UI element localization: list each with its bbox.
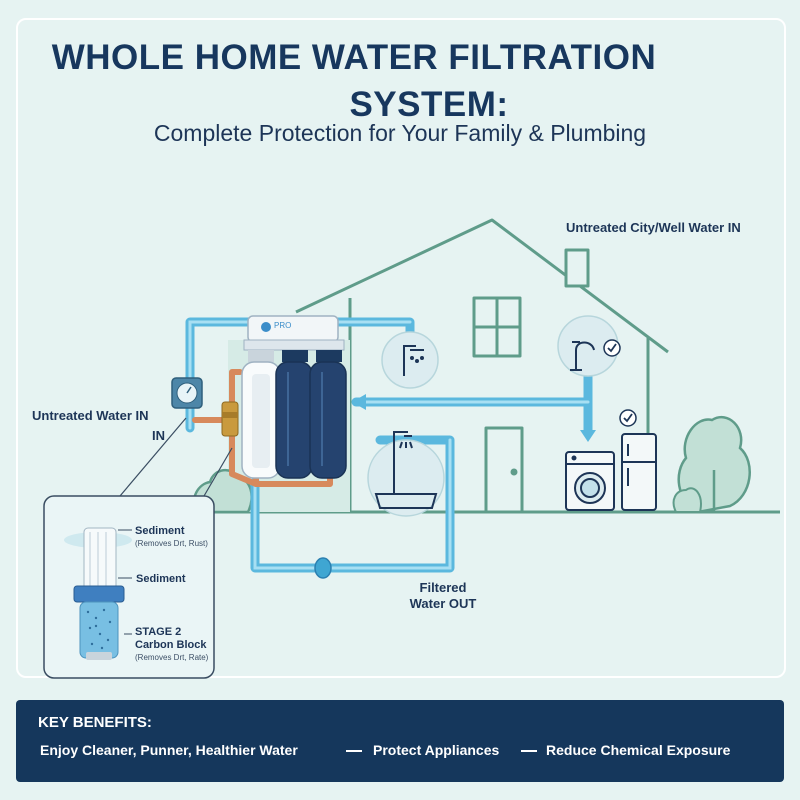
benefit-item: Protect Appliances	[373, 742, 500, 758]
page-title: WHOLE HOME WATER FILTRATION SYSTEM:	[24, 34, 684, 128]
washing-machine-icon	[565, 451, 615, 511]
filtered-label-line-2: Water OUT	[409, 596, 477, 611]
inset-sediment-label-2: Sediment	[136, 573, 186, 585]
water-meter-icon	[171, 377, 203, 409]
bathtub-icon	[374, 431, 438, 509]
checkmark-icon	[619, 409, 637, 427]
bath-bubble	[367, 439, 445, 517]
title-line-1: WHOLE HOME WATER FILTRATION	[51, 38, 657, 77]
benefit-separator	[521, 750, 537, 752]
inset-connector	[203, 447, 233, 497]
faucet-icon	[570, 341, 595, 371]
benefits-heading: KEY BENEFITS:	[38, 714, 152, 731]
shower-icon	[403, 345, 424, 376]
checkmark-icon	[603, 339, 621, 357]
title-line-2: SYSTEM:	[349, 85, 509, 124]
filter-canister-2	[275, 350, 313, 479]
chimney	[564, 248, 590, 288]
housing-brand: PRO	[274, 321, 292, 330]
benefit-separator	[346, 750, 362, 752]
filter-canister-1	[241, 350, 281, 479]
tree-icon	[677, 415, 751, 514]
inset-carbon-note: (Removes Drt, Rate)	[135, 653, 209, 662]
pipe-valve	[314, 557, 332, 579]
shower-bubble	[381, 331, 439, 389]
untreated-water-label-suffix: IN	[152, 428, 165, 443]
untreated-water-label: Untreated Water IN	[32, 408, 149, 423]
filter-cartridge	[64, 527, 132, 660]
inset-sediment-label: Sediment	[135, 525, 185, 537]
refrigerator-icon	[621, 433, 657, 511]
inset-connector	[119, 417, 187, 497]
shrub-icon	[672, 487, 702, 513]
inset-stage-label: STAGE 2	[135, 626, 182, 638]
benefit-item: Enjoy Cleaner, Punner, Healthier Water	[40, 742, 298, 758]
page-subtitle: Complete Protection for Your Family & Pl…	[153, 120, 647, 146]
inset-sediment-note: (Removes Drt, Rust)	[135, 539, 208, 548]
flow-arrow-down	[580, 430, 596, 442]
key-benefits-banner: KEY BENEFITS: Enjoy Cleaner, Punner, Hea…	[16, 700, 784, 782]
house-roof	[295, 218, 669, 354]
logo-icon	[261, 322, 271, 332]
untreated-city-well-label: Untreated City/Well Water IN	[566, 220, 741, 235]
benefit-item: Reduce Chemical Exposure	[546, 742, 731, 758]
filter-canister-3	[309, 350, 347, 479]
brass-fitting	[221, 401, 239, 437]
content-frame	[16, 18, 786, 678]
filtered-water-label: Filtered Water OUT	[408, 580, 478, 612]
filtered-label-line-1: Filtered	[419, 580, 467, 595]
carbon-speckles	[86, 608, 112, 650]
inset-carbon-label: Carbon Block	[135, 639, 207, 651]
flow-arrow-left	[352, 394, 366, 410]
